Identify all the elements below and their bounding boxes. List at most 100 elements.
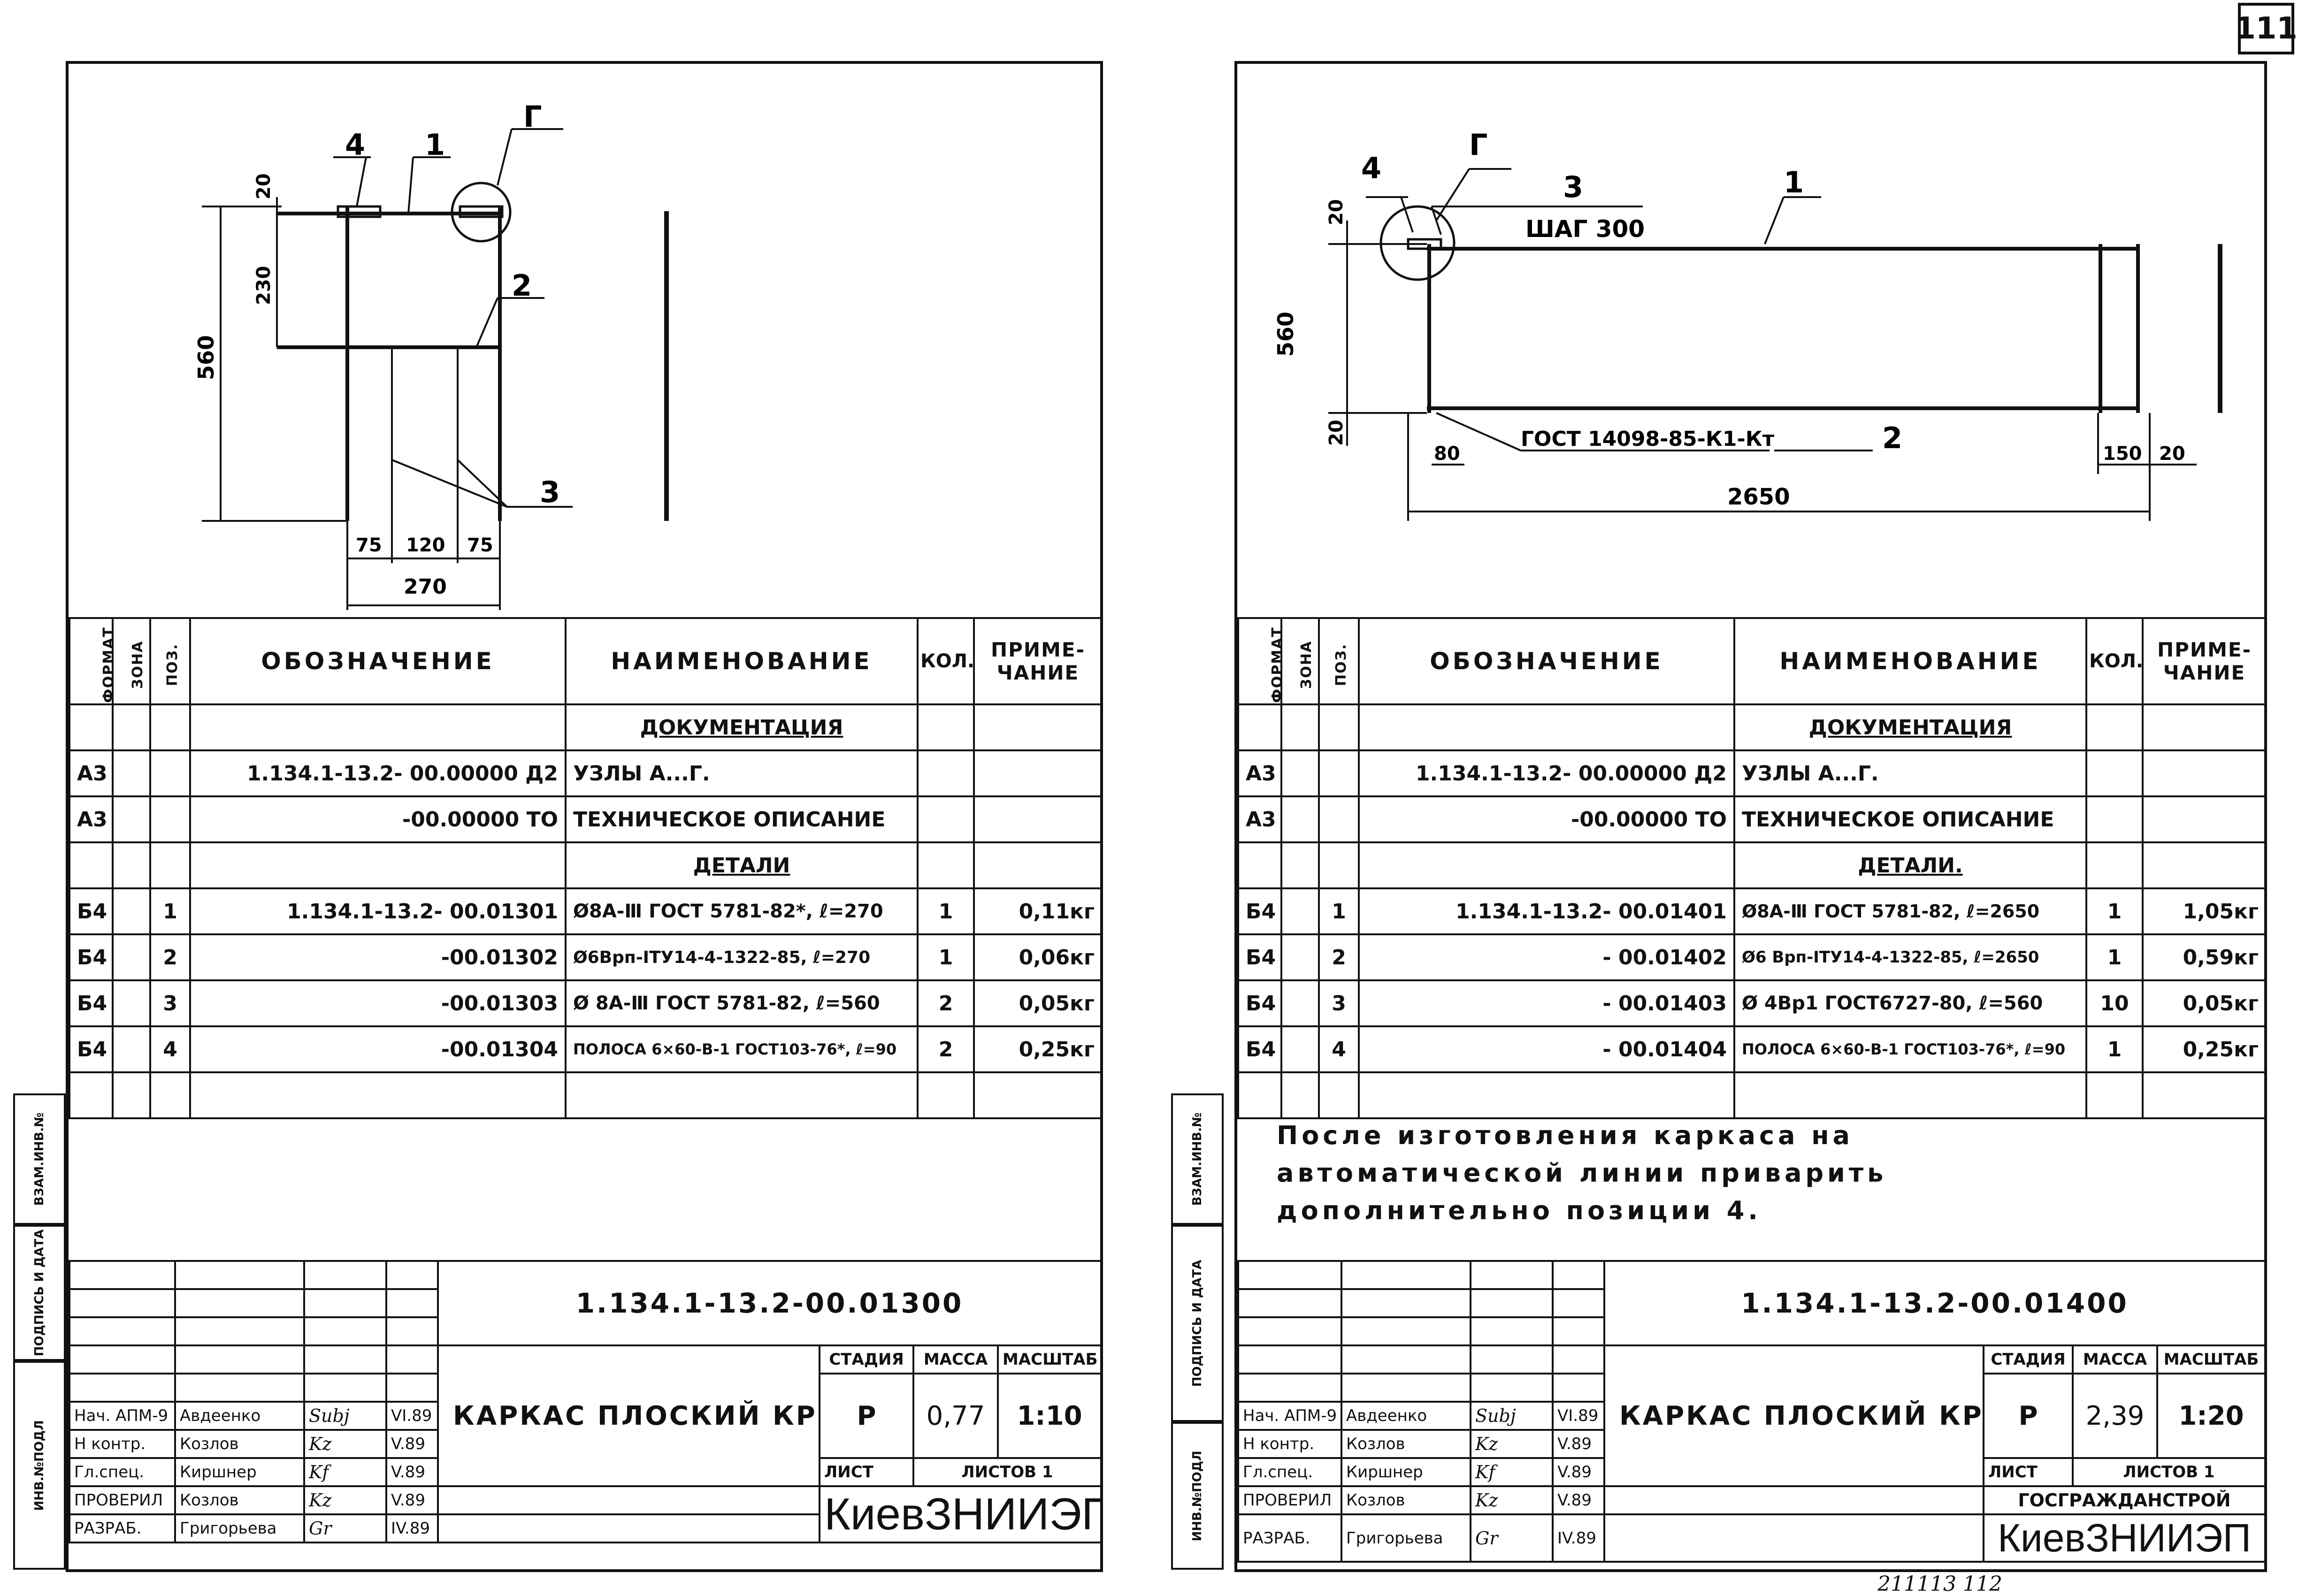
label: ЗОНА <box>1298 640 1315 689</box>
table-cell: 1.134.1-13.2- 00.00000 Д2 <box>1358 749 1735 797</box>
hdr-note: ПРИМЕ-ЧАНИЕ <box>2142 617 2267 705</box>
table-cell: 1:10 <box>997 1373 1102 1459</box>
right-dim-20a: 20 <box>1325 199 1347 225</box>
table-cell <box>385 1288 439 1318</box>
table-cell: СТАДИЯ <box>1983 1344 2074 1375</box>
spec-section-row: ДОКУМЕНТАЦИЯ <box>69 703 1103 751</box>
label: ПОЗ. <box>164 643 181 687</box>
table-cell: ПРОВЕРИЛ <box>1237 1485 1342 1515</box>
table-row <box>69 1316 1101 1346</box>
table-cell: 1:20 <box>2156 1373 2266 1459</box>
table-cell: 3 <box>1318 979 1360 1027</box>
table-cell: КАРКАС ПЛОСКИЙ КР 23. <box>437 1344 820 1487</box>
table-cell <box>385 1260 439 1290</box>
table-cell <box>1280 1071 1320 1119</box>
table-cell <box>1318 749 1360 797</box>
table-cell <box>2085 795 2144 843</box>
table-cell: 2,39 <box>2072 1373 2158 1459</box>
hdr-name: НАИМЕНОВАНИЕ <box>565 617 919 705</box>
table-cell <box>1237 1373 1342 1403</box>
table-cell <box>437 1513 820 1543</box>
table-cell: Григорьева <box>1341 1513 1471 1563</box>
right-dim-20b: 20 <box>1325 420 1347 446</box>
table-cell: IV.89 <box>1552 1513 1605 1563</box>
table-cell: VI.89 <box>385 1401 439 1431</box>
table-cell: Н контр. <box>69 1429 176 1459</box>
label: ВЗАМ.ИНВ.№ <box>32 1112 46 1206</box>
table-cell <box>69 703 114 751</box>
table-cell <box>1470 1288 1554 1318</box>
table-cell <box>1237 1344 1342 1375</box>
table-cell: Киршнер <box>1341 1457 1471 1487</box>
table-cell <box>112 1025 151 1073</box>
table-row <box>69 1288 1101 1318</box>
table-cell: Gr <box>303 1513 387 1543</box>
table-cell: ПРОВЕРИЛ <box>69 1485 176 1515</box>
table-cell <box>174 1260 305 1290</box>
table-cell <box>1318 795 1360 843</box>
table-cell <box>1237 1260 1342 1290</box>
page-number: 111 <box>2235 11 2298 46</box>
left-drawing-title: КАРКАС ПЛОСКИЙ КР 23. <box>453 1400 818 1431</box>
label: ПОДПИСЬ И ДАТА <box>1190 1260 1204 1387</box>
table-cell: Ø 8А-Ⅲ ГОСТ 5781-82, ℓ=560 <box>565 979 919 1027</box>
left-side-sign: ПОДПИСЬ И ДАТА <box>13 1225 66 1361</box>
table-cell: 2 <box>917 1025 975 1073</box>
table-cell <box>303 1344 387 1375</box>
table-cell: Ø6Врп-ⅠТУ14-4-1322-85, ℓ=270 <box>565 933 919 981</box>
table-cell <box>2085 841 2144 889</box>
hdr-qty: КОЛ. <box>2085 617 2144 705</box>
table-cell <box>2142 841 2267 889</box>
table-cell: 10 <box>2085 979 2144 1027</box>
right-dim-80: 80 <box>1434 443 1460 465</box>
table-cell <box>69 1316 176 1346</box>
right-dim-2650: 2650 <box>1727 484 1790 510</box>
right-step-label: ШАГ 300 <box>1525 215 1645 243</box>
table-cell <box>1280 887 1320 935</box>
table-cell: 1.134.1-13.2-00.01300 <box>437 1260 1102 1346</box>
table-cell <box>2142 795 2267 843</box>
right-org: КиевЗНИИЭП <box>1997 1516 2252 1560</box>
table-cell <box>69 841 114 889</box>
table-cell: Ø 4Вр1 ГОСТ6727-80, ℓ=560 <box>1733 979 2087 1027</box>
table-cell: V.89 <box>1552 1429 1605 1459</box>
table-cell <box>2142 703 2267 751</box>
spec-section-row: ДЕТАЛИ. <box>1237 841 2267 889</box>
table-cell <box>2142 749 2267 797</box>
label: ПОДПИСЬ И ДАТА <box>32 1229 46 1357</box>
table-cell <box>149 703 191 751</box>
table-cell <box>174 1373 305 1403</box>
spec-section-row: ДОКУМЕНТАЦИЯ <box>1237 703 2267 751</box>
label: ИНВ.№ПОДЛ <box>32 1420 46 1511</box>
right-drawing-code: 1.134.1-13.2-00.01400 <box>1741 1287 2129 1319</box>
left-drawing-code: 1.134.1-13.2-00.01300 <box>575 1287 964 1319</box>
spec-section-row: ДЕТАЛИ <box>69 841 1103 889</box>
table-cell: Б4 <box>1237 1025 1282 1073</box>
table-cell: 1 <box>917 933 975 981</box>
table-cell <box>1280 933 1320 981</box>
table-cell <box>2085 703 2144 751</box>
hdr-format: ФОРМАТ <box>69 617 114 705</box>
section-parts-label: ДЕТАЛИ. <box>1858 853 1963 878</box>
table-cell: 1.134.1-13.2- 00.00000 Д2 <box>189 749 567 797</box>
table-cell: КиевЗНИИЭП <box>1983 1513 2266 1563</box>
table-cell: Gr <box>1470 1513 1554 1563</box>
table-cell: Григорьева <box>174 1513 305 1543</box>
hdr-pos: ПОЗ. <box>1318 617 1360 705</box>
table-cell <box>149 749 191 797</box>
table-cell: КАРКАС ПЛОСКИЙ КР25. <box>1603 1344 1984 1487</box>
table-cell: Kf <box>303 1457 387 1487</box>
spec-header-row: ФОРМАТ ЗОНА ПОЗ. ОБОЗНАЧЕНИЕ НАИМЕНОВАНИ… <box>69 617 1103 705</box>
left-pos1-label: 1 <box>425 128 445 162</box>
